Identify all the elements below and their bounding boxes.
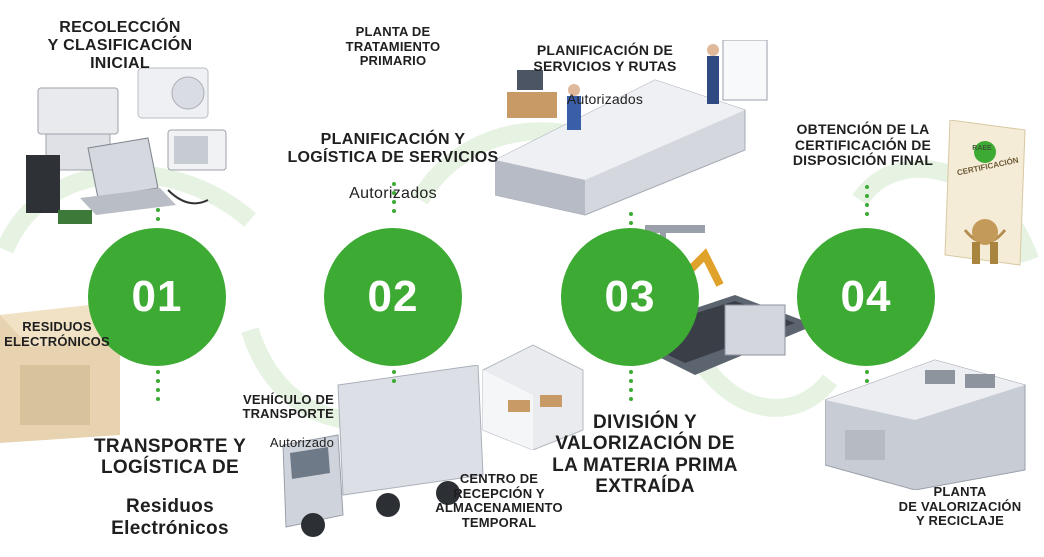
- step-01-circle: 01: [88, 228, 226, 366]
- step-03-top-label: PLANIFICACIÓN DE SERVICIOS Y RUTAS Autor…: [510, 25, 700, 126]
- recycling-plant-illustration: [825, 359, 1026, 490]
- step-01-bottom-label-main: TRANSPORTE Y LOGÍSTICA DE: [93, 435, 247, 479]
- arc-segment: [692, 354, 838, 417]
- step-01-bottom-label: TRANSPORTE Y LOGÍSTICA DE Residuos Elect…: [80, 418, 260, 557]
- dotted-connector: [156, 208, 160, 226]
- step-02-vehicle-label-main: VEHÍCULO DE TRANSPORTE: [242, 391, 334, 422]
- step-02-vehicle-label-sub: Autorizado: [269, 435, 334, 451]
- dotted-connector: [392, 182, 396, 218]
- step-number: 02: [367, 272, 419, 321]
- step-02-circle: 02: [324, 228, 462, 366]
- step-number: 03: [604, 272, 656, 321]
- step-02-mid-label: PLANIFICACIÓN Y LOGÍSTICA DE SERVICIOS A…: [278, 113, 508, 220]
- step-04-circle: 04: [797, 228, 935, 366]
- step-04-top-label: OBTENCIÓN DE LA CERTIFICACIÓN DE DISPOSI…: [792, 121, 934, 169]
- dotted-connector: [629, 212, 633, 230]
- dotted-connector: [865, 370, 869, 388]
- step-03-circle: 03: [561, 228, 699, 366]
- step-01-bottom-label-strong: Residuos Electrónicos: [111, 496, 229, 539]
- step-03-top-label-main: PLANIFICACIÓN DE SERVICIOS Y RUTAS: [533, 41, 677, 74]
- dotted-connector: [629, 370, 633, 406]
- step-number: 01: [131, 272, 183, 321]
- step-02-mid-label-sub: Autorizados: [349, 184, 437, 202]
- certificate-illustration: [944, 120, 1026, 266]
- step-02-top-label: PLANTA DE TRATAMIENTO PRIMARIO: [345, 24, 441, 69]
- reception-room-illustration: [482, 344, 584, 450]
- step-02-center-label: CENTRO DE RECEPCIÓN Y ALMACENAMIENTO TEM…: [435, 471, 563, 530]
- step-02-vehicle-label: VEHÍCULO DE TRANSPORTE Autorizado: [212, 378, 334, 465]
- step-02-mid-label-main: PLANIFICACIÓN Y LOGÍSTICA DE SERVICIOS: [287, 130, 499, 166]
- step-number: 04: [840, 272, 892, 321]
- step-04-bottom-label: PLANTA DE VALORIZACIÓN Y RECICLAJE: [898, 484, 1022, 529]
- dotted-connector: [392, 370, 396, 388]
- electronics-illustration: [26, 67, 227, 224]
- planning-office-building: [495, 40, 768, 216]
- truck-illustration: [282, 365, 484, 537]
- dotted-connector: [865, 185, 869, 221]
- dotted-connector: [156, 370, 160, 406]
- electronic-waste-box: [0, 305, 120, 443]
- step-03-top-label-sub: Autorizados: [566, 91, 644, 108]
- step-01-side-label: RESIDUOS ELECTRÓNICOS: [4, 319, 110, 349]
- step-01-top-label: RECOLECCIÓN Y CLASIFICACIÓN INICIAL: [47, 19, 193, 72]
- step-03-bottom-label: DIVISIÓN Y VALORIZACIÓN DE LA MATERIA PR…: [552, 412, 738, 497]
- certificate-brand: RAEE: [972, 145, 992, 152]
